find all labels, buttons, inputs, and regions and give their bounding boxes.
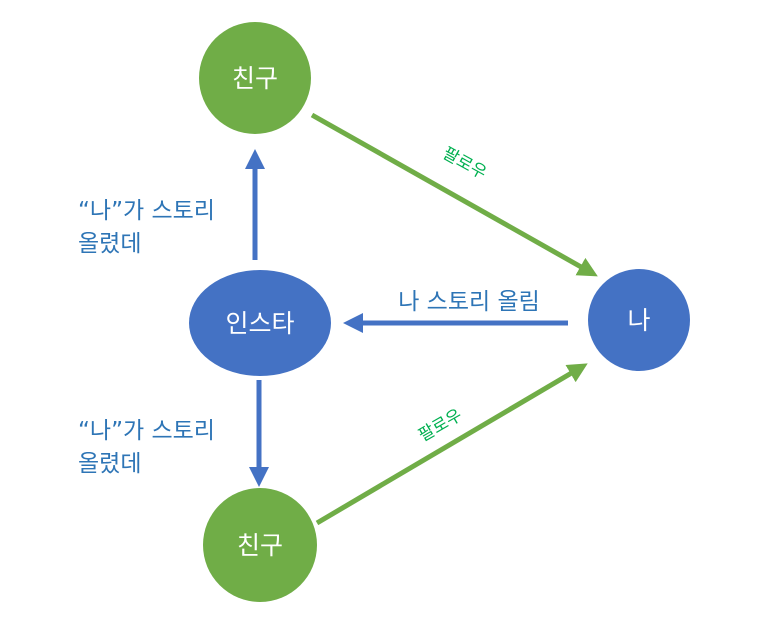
node-instagram: 인스타 [189,270,331,376]
node-instagram-label: 인스타 [225,309,294,338]
node-me-label: 나 [627,306,650,335]
node-friend-top: 친구 [199,22,311,134]
node-friend-bottom: 친구 [203,488,317,602]
edge-label-me-uploaded-story: 나 스토리 올림 [398,289,540,315]
edge-label-story-notice-top-line2: 올렸데 [78,231,141,257]
edge-label-story-notice-bottom-line1: “나”가 스토리 [78,418,215,444]
edge-label-story-notice-top-line1: “나”가 스토리 [78,198,215,224]
edge-label-story-notice-bottom-line2: 올렸데 [78,451,141,477]
node-me: 나 [588,269,690,371]
edge-label-follow-top: 팔로우 [439,144,490,184]
edge-friend-top-to-me [310,112,598,277]
node-friend-bottom-label: 친구 [237,531,283,560]
edge-friend-bottom-to-me [315,363,588,526]
node-friend-top-label: 친구 [232,64,278,93]
